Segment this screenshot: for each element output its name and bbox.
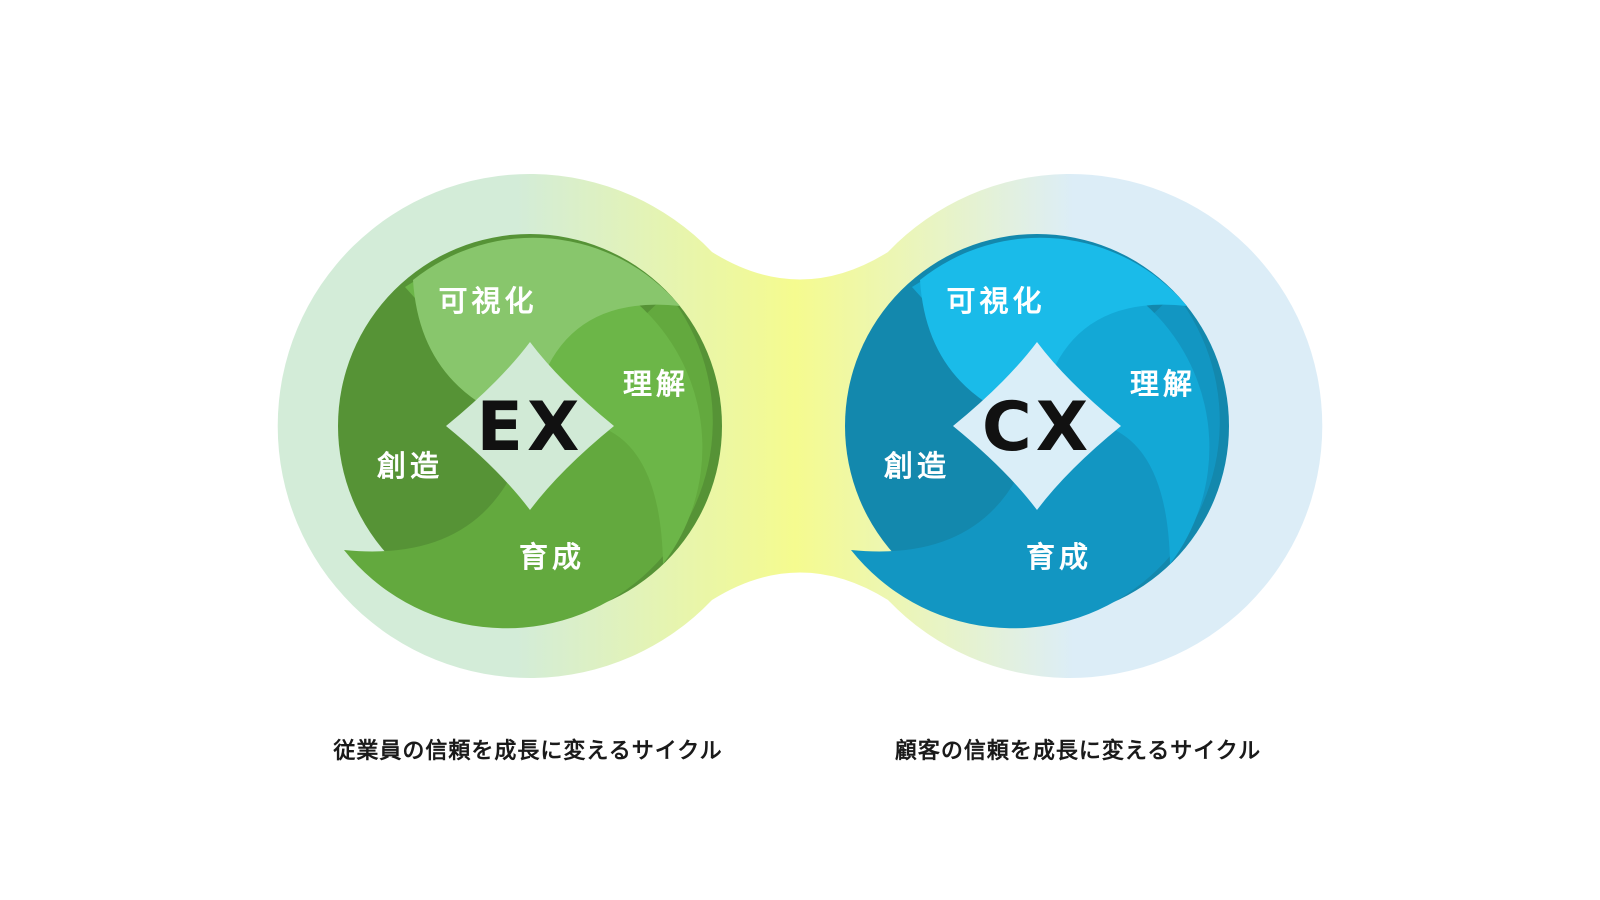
cx-cycle-wheel: CX 可視化 理解 育成 創造 bbox=[845, 234, 1229, 629]
cx-label-creation: 創造 bbox=[884, 449, 950, 483]
ex-label-creation: 創造 bbox=[377, 449, 443, 483]
ex-label-visualization: 可視化 bbox=[438, 284, 537, 318]
ex-center-diamond bbox=[446, 342, 614, 510]
cx-caption: 顧客の信頼を成長に変えるサイクル bbox=[894, 739, 1262, 764]
cx-segment-visualization bbox=[920, 237, 1187, 426]
cx-center-diamond bbox=[953, 342, 1121, 510]
cx-label-nurture: 育成 bbox=[1026, 540, 1092, 574]
ex-label-understanding: 理解 bbox=[623, 367, 689, 401]
cx-label-visualization: 可視化 bbox=[946, 284, 1045, 318]
ex-caption: 従業員の信頼を成長に変えるサイクル bbox=[333, 739, 723, 764]
cx-center-label: CX bbox=[982, 388, 1092, 467]
ex-label-nurture: 育成 bbox=[519, 540, 585, 574]
cx-label-understanding: 理解 bbox=[1130, 367, 1196, 401]
ex-center-label: EX bbox=[477, 388, 584, 467]
ex-cycle-wheel: EX 可視化 理解 育成 創造 bbox=[338, 234, 722, 629]
ex-segment-visualization bbox=[413, 237, 680, 426]
